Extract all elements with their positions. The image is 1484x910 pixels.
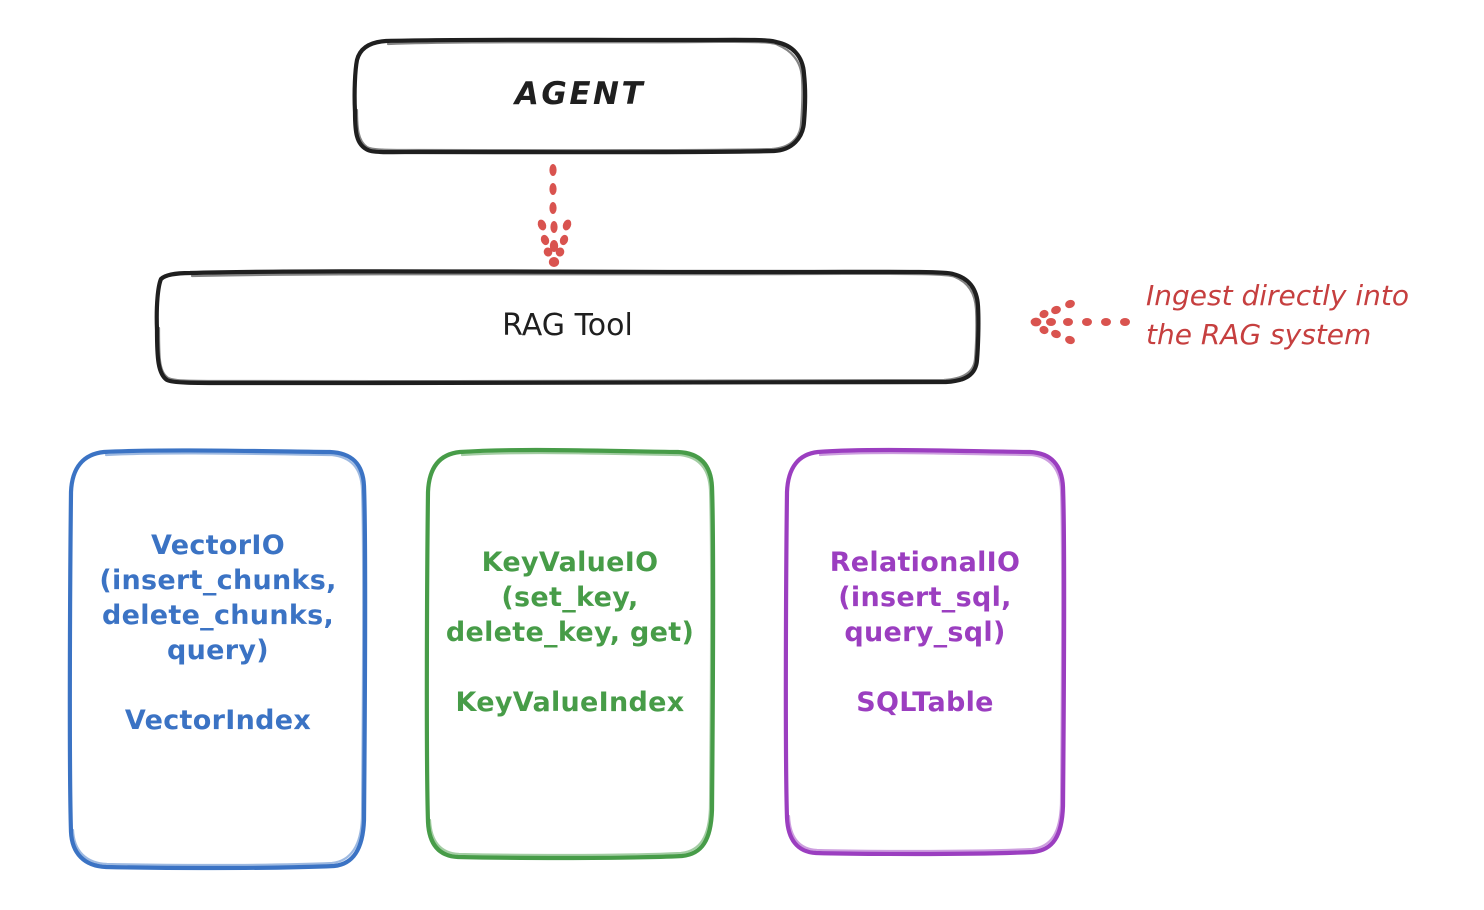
- relational-io-node[interactable]: [783, 447, 1067, 857]
- vector-io-box-outline: [67, 448, 368, 871]
- rag-tool-node[interactable]: [154, 269, 981, 386]
- vector-io-node[interactable]: [67, 448, 368, 871]
- key-value-io-box-outline: [424, 447, 716, 861]
- ingest-annotation-text: Ingest directly into the RAG system: [1146, 279, 1410, 351]
- agent-box-outline: [352, 37, 808, 155]
- ingest-arrow-icon: [1030, 299, 1130, 345]
- vector-io-box-sketch-overlay: [71, 452, 365, 867]
- agent-to-rag-arrow-icon: [537, 164, 572, 267]
- key-value-io-box-sketch-overlay: [428, 451, 713, 857]
- relational-io-box-outline: [783, 447, 1067, 857]
- key-value-io-node[interactable]: [424, 447, 716, 861]
- rag-tool-box-outline: [154, 269, 981, 386]
- agent-node[interactable]: [352, 37, 808, 155]
- agent-box-sketch-overlay: [355, 40, 804, 152]
- relational-io-box-sketch-overlay: [787, 451, 1064, 853]
- rag-tool-box-sketch-overlay: [157, 272, 978, 383]
